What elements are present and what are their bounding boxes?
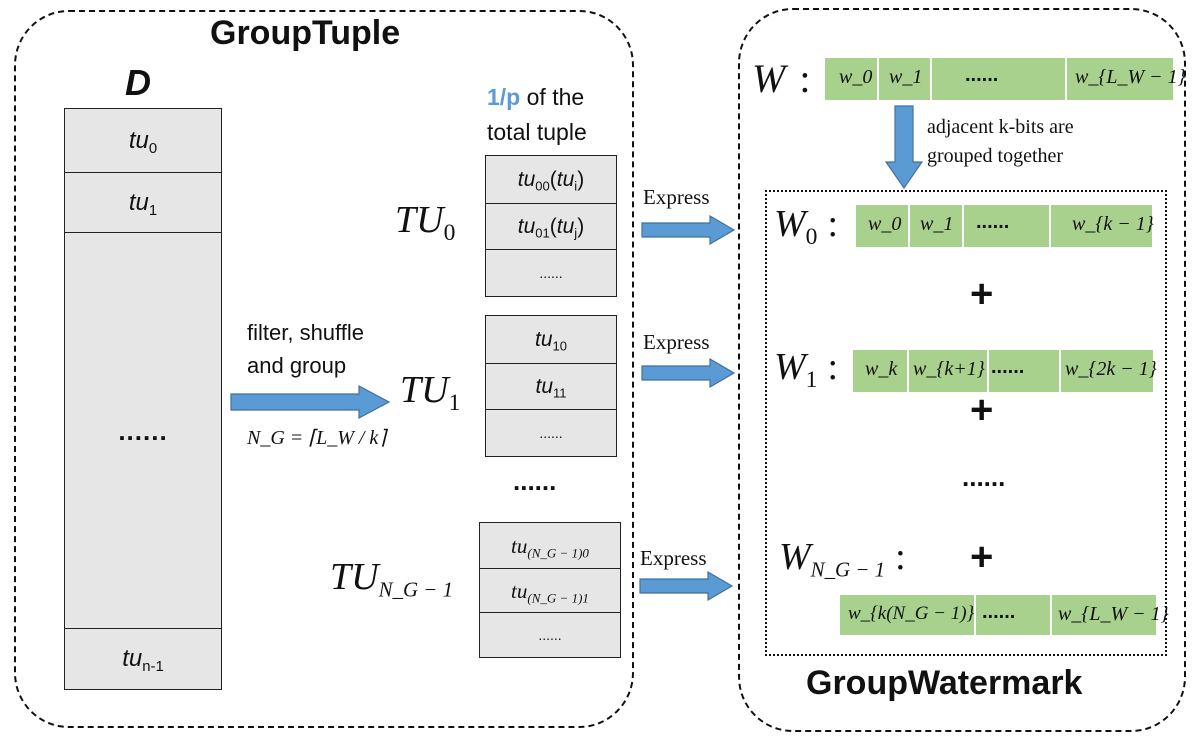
process-label-line1: filter, shuffle	[247, 320, 364, 345]
sub0-cell-ellipsis: ......	[976, 211, 1010, 233]
sub1-cell-1: w_{k+1}	[913, 358, 985, 380]
db-row-last: tun-1	[64, 628, 222, 690]
sub1-cell-last: w_{2k − 1}	[1065, 358, 1157, 380]
group-watermark-panel	[738, 8, 1186, 732]
sub1-cell-0: w_k	[865, 358, 898, 380]
watermark-label: W:	[752, 56, 811, 101]
sub-watermark-label-1: W1:	[774, 346, 838, 394]
watermark-bar: w_0 w_1 ...... w_{L_W − 1}	[825, 58, 1186, 100]
express-arrow-2	[639, 571, 734, 601]
sub-watermark-bar-0: w_0 w_1 ...... w_{k − 1}	[856, 205, 1154, 247]
sublast-cell-last: w_{L_W − 1}	[1058, 603, 1169, 625]
plus-sign-0: +	[970, 272, 994, 316]
db-row-1: tu1	[64, 172, 222, 234]
split-note-line1: adjacent k-bits are	[927, 116, 1074, 138]
plus-sign-2: +	[970, 535, 994, 579]
groups-ellipsis: ......	[513, 466, 557, 496]
mid-ellipsis: ......	[962, 462, 1006, 492]
group-1-row-ellipsis: ......	[485, 409, 617, 457]
group-last-row-ellipsis: ......	[479, 612, 621, 658]
sub-watermark-bar-1: w_k w_{k+1} ...... w_{2k − 1}	[853, 350, 1157, 392]
group-1-row-0: tu10	[485, 315, 617, 365]
group-label-last: TUN_G − 1	[330, 556, 454, 602]
group-0-row-ellipsis: ......	[485, 249, 617, 297]
sub0-cell-0: w_0	[868, 213, 902, 235]
sub-watermark-label-0: W0:	[774, 203, 838, 251]
group-label-1: TU1	[400, 369, 461, 417]
group-1-row-1: tu11	[485, 363, 617, 411]
group-watermark-title: GroupWatermark	[806, 664, 1083, 702]
sublast-cell-0: w_{k(N_G − 1)}	[848, 603, 975, 624]
group-label-0: TU0	[395, 199, 456, 247]
express-arrow-1	[641, 358, 736, 388]
fraction-highlight: 1/p	[487, 84, 521, 110]
sub0-cell-1: w_1	[920, 213, 954, 235]
split-down-arrow	[884, 105, 924, 190]
sub-watermark-label-last: WN_G − 1:	[779, 536, 906, 582]
express-label-1: Express	[643, 330, 710, 354]
group-tuple-title: GroupTuple	[200, 14, 411, 53]
plus-sign-1: +	[970, 388, 994, 432]
process-label-line2: and group	[247, 353, 347, 378]
sub0-cell-last: w_{k − 1}	[1072, 213, 1154, 235]
group-tuple-panel	[14, 10, 634, 728]
w-cell-1: w_1	[889, 66, 923, 88]
fraction-label-line1: 1/p of the	[487, 84, 584, 111]
w-cell-0: w_0	[839, 66, 873, 88]
group-0-row-0: tu00(tui)	[485, 155, 617, 205]
w-cell-last: w_{L_W − 1}	[1075, 66, 1186, 88]
dataset-label: D	[125, 62, 151, 103]
group-last-row-0: tu(N_G − 1)0	[479, 522, 621, 570]
express-label-2: Express	[640, 546, 707, 570]
express-arrow-0	[641, 215, 736, 245]
sublast-cell-ellipsis: ......	[982, 601, 1016, 623]
ng-formula: N_G = ⌈L_W / k⌉	[247, 427, 387, 449]
fraction-rest: of the	[526, 84, 585, 110]
fraction-label-line2: total tuple	[487, 119, 587, 145]
process-arrow	[230, 385, 391, 419]
group-0-row-1: tu01(tuj)	[485, 203, 617, 251]
group-last-row-1: tu(N_G − 1)1	[479, 568, 621, 614]
db-row-0: tu0	[64, 108, 222, 174]
sub-watermark-bar-last: w_{k(N_G − 1)} ...... w_{L_W − 1}	[840, 595, 1169, 635]
split-note-line2: grouped together	[927, 145, 1064, 167]
sub-watermark-frame	[765, 190, 1167, 656]
express-label-0: Express	[643, 185, 710, 209]
db-row-ellipsis: ......	[64, 232, 222, 630]
w-cell-ellipsis: ......	[965, 64, 999, 86]
sub1-cell-ellipsis: ......	[991, 356, 1025, 378]
